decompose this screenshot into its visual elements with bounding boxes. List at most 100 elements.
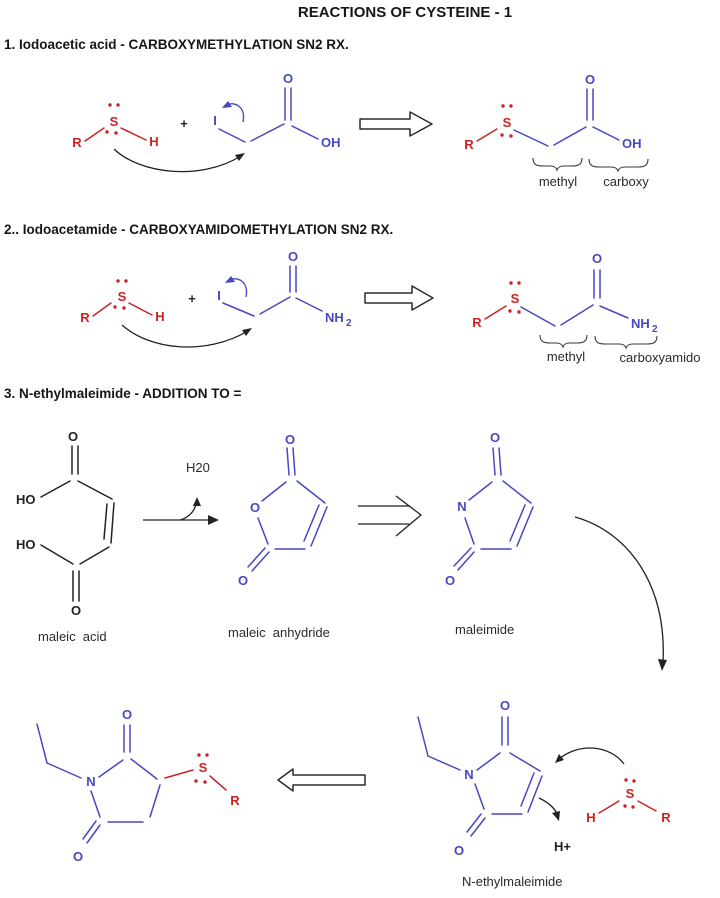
atom-O: O [445, 573, 455, 588]
atom-O: O [288, 249, 298, 264]
atom-O: O [454, 843, 464, 858]
maleic-anhydride-bonds [247, 447, 328, 572]
atom-O: O [585, 72, 595, 87]
product-2-carboxyamidomethyl: R S O NH 2 methyl carboxyamido [472, 251, 700, 365]
atom-O: O [285, 432, 295, 447]
thiol-attack: H+ H S R [538, 747, 671, 854]
atom-R: R [661, 810, 671, 825]
dehydration-arrow: H20 [143, 460, 219, 525]
cysteine-thiol-1: R S H [72, 103, 159, 150]
atom-O: O [592, 251, 602, 266]
product-1-bonds [513, 88, 620, 147]
atom-HO: HO [16, 537, 36, 552]
atom-R: R [464, 137, 474, 152]
reaction-arrow-2 [364, 285, 434, 311]
adduct-thioether-bonds [164, 769, 227, 791]
atom-O: O [500, 698, 510, 713]
thiol-attack-arrow [557, 747, 625, 765]
atom-R: R [472, 315, 482, 330]
label-maleimide: maleimide [455, 622, 514, 637]
n-ethylmaleimide-bonds [417, 716, 543, 837]
atom-O-ring: O [250, 500, 260, 515]
reaction-arrow-4 [277, 768, 366, 792]
iodoacetic-acid: I O OH [213, 71, 340, 150]
atom-OH: OH [622, 136, 642, 151]
brace-methyl [532, 157, 583, 172]
atom-S: S [118, 289, 127, 304]
atom-H: H [155, 309, 164, 324]
atom-R: R [80, 310, 90, 325]
heading-reaction-1: 1. Iodoacetic acid - CARBOXYMETHYLATION … [4, 37, 349, 52]
atom-H: H [149, 134, 158, 149]
atom-S: S [511, 291, 520, 306]
label-maleic-acid: maleic acid [38, 629, 107, 644]
label-maleic-anhydride: maleic anhydride [228, 625, 330, 640]
label-carboxyamido: carboxyamido [620, 350, 701, 365]
reaction-3-bottom-row: N O O S R N O O [36, 698, 671, 889]
reaction-arrow-3 [358, 495, 423, 537]
page-title: REACTIONS OF CYSTEINE - 1 [298, 4, 512, 21]
atom-N: N [86, 774, 95, 789]
atom-O: O [490, 430, 500, 445]
thiol-bonds [598, 800, 657, 814]
atom-O: O [71, 603, 81, 618]
brace-carboxy [588, 158, 649, 173]
atom-O: O [68, 429, 78, 444]
atom-I: I [217, 288, 221, 303]
maleimide: O N O maleimide [445, 430, 534, 637]
reaction-2: R S H + I O NH 2 [80, 249, 700, 365]
brace-carboxyamido [594, 335, 658, 350]
adduct-ring-bonds [36, 723, 161, 844]
iodoacetamide: I O NH 2 [217, 249, 352, 329]
atom-R: R [72, 135, 82, 150]
label-methyl: methyl [547, 349, 585, 364]
n-ethylmaleimide: N O O N-ethylmaleimide [417, 698, 562, 889]
heading-reaction-3: 3. N-ethylmaleimide - ADDITION TO = [4, 386, 242, 401]
iodoacetic-bonds [218, 87, 319, 143]
atom-O: O [122, 707, 132, 722]
label-h2o: H20 [186, 460, 210, 475]
reaction-1: R S H + I O OH [72, 71, 649, 189]
reaction-3-top-row: O HO HO O maleic acid H20 [16, 429, 667, 671]
maleic-acid-bonds [40, 445, 115, 602]
maleic-anhydride: O O O maleic anhydride [228, 432, 330, 640]
atom-S: S [199, 760, 208, 775]
iodoacetamide-bonds [222, 265, 323, 317]
product-2-bonds [520, 269, 629, 327]
label-carboxy: carboxy [603, 174, 649, 189]
maleic-acid: O HO HO O maleic acid [16, 429, 115, 644]
nucleophile-arrow-2 [121, 324, 249, 348]
continuation-arrow [574, 516, 664, 664]
atom-NH2-subscript: 2 [652, 324, 658, 335]
atom-I: I [213, 113, 217, 128]
label-n-ethylmaleimide: N-ethylmaleimide [462, 874, 562, 889]
atom-R: R [230, 793, 240, 808]
reaction-arrow-1 [359, 111, 433, 137]
label-methyl: methyl [539, 174, 577, 189]
atom-N: N [457, 499, 466, 514]
cysteine-thiol-2: R S H [80, 279, 165, 325]
label-h-plus: H+ [554, 839, 571, 854]
atom-OH: OH [321, 135, 341, 150]
plus-sign: + [188, 291, 196, 306]
atom-NH: NH [631, 316, 650, 331]
atom-O: O [283, 71, 293, 86]
atom-S: S [110, 114, 119, 129]
atom-H: H [586, 810, 595, 825]
maleimide-bonds [453, 447, 534, 571]
atom-N: N [464, 767, 473, 782]
plus-sign: + [180, 116, 188, 131]
thiol-bonds [84, 127, 147, 142]
atom-O: O [238, 573, 248, 588]
thioether-adduct: N O O S R [36, 707, 240, 864]
atom-S: S [626, 786, 635, 801]
product-1-carboxymethyl: R S O OH methyl carboxy [464, 72, 649, 189]
brace-methyl [539, 334, 588, 349]
atom-HO: HO [16, 492, 36, 507]
atom-O: O [73, 849, 83, 864]
atom-S: S [503, 115, 512, 130]
heading-reaction-2: 2.. Iodoacetamide - CARBOXYAMIDOMETHYLAT… [4, 222, 393, 237]
atom-NH: NH [325, 310, 344, 325]
